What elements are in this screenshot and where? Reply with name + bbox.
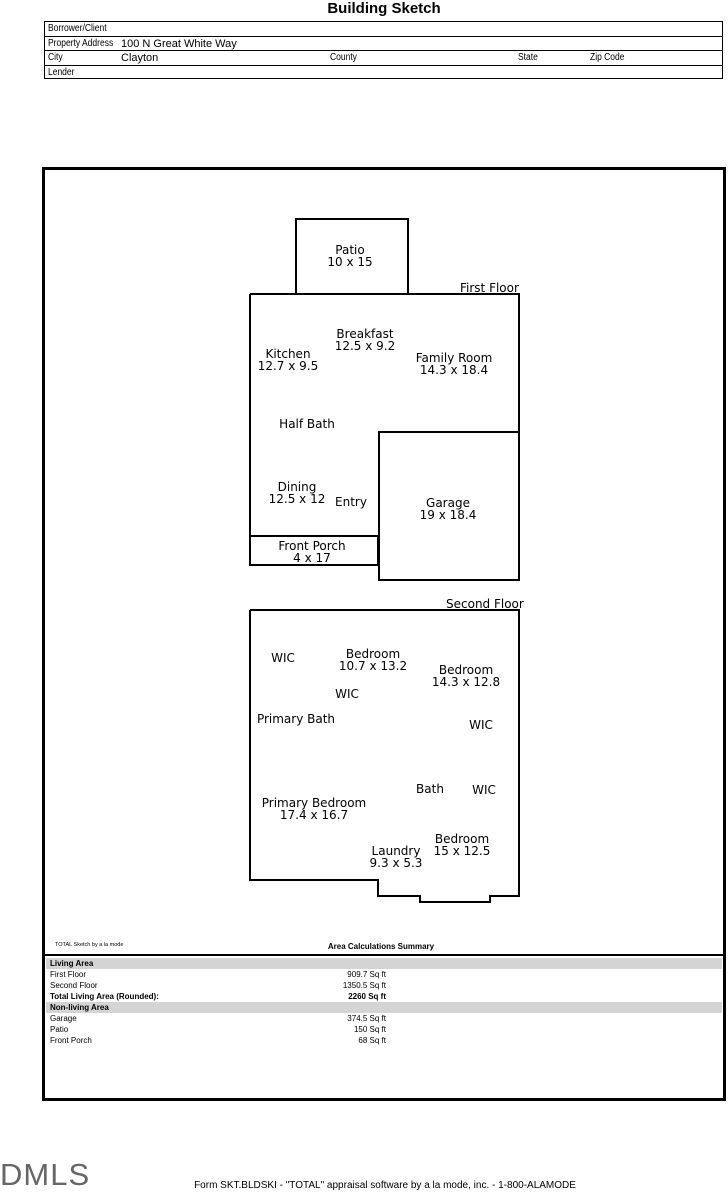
lender-label: Lender (48, 66, 75, 78)
summary-title: Area Calculations Summary (327, 942, 435, 951)
nonliving-area-heading: Non-living Area (46, 1002, 722, 1013)
dmls-logo: DMLS (0, 1157, 91, 1192)
sketch-frame (42, 167, 726, 1101)
address-label: Property Address (48, 37, 114, 49)
second-floor-label: Second Floor (446, 597, 524, 611)
room-wic-3: WIC (469, 718, 493, 732)
address-row: Property Address 100 N Great White Way (45, 37, 722, 51)
page-title: Building Sketch (327, 0, 441, 17)
room-entry: Entry (335, 495, 367, 509)
room-bath: Bath (416, 782, 444, 796)
state-label: State (518, 52, 538, 63)
city-label: City (48, 52, 63, 63)
total-living-row: Total Living Area (Rounded):2260 Sq ft (50, 992, 386, 1001)
front-porch-outline (249, 535, 379, 566)
living-area-heading: Living Area (46, 958, 722, 969)
county-label: County (330, 52, 357, 63)
city-row: City Clayton County State Zip Code (45, 51, 722, 66)
borrower-row: Borrower/Client (45, 22, 722, 37)
form-footer-text: Form SKT.BLDSKI - "TOTAL" appraisal soft… (194, 1180, 576, 1191)
lender-row: Lender (45, 66, 722, 81)
summary-divider (45, 954, 723, 956)
zip-label: Zip Code (590, 52, 625, 63)
second-floor-outline (249, 609, 520, 903)
garage-outline (378, 431, 520, 581)
header-table: Borrower/Client Property Address 100 N G… (44, 21, 723, 79)
room-wic-2: WIC (335, 687, 359, 701)
address-value: 100 N Great White Way (121, 37, 237, 50)
room-half-bath: Half Bath (279, 417, 335, 431)
city-value: Clayton (121, 52, 159, 64)
borrower-label: Borrower/Client (48, 23, 107, 34)
room-primary-bath: Primary Bath (256, 712, 336, 726)
first-floor-label: First Floor (460, 281, 519, 295)
sketch-by-note: TOTAL Sketch by a la mode (55, 942, 124, 948)
room-wic-4: WIC (472, 783, 496, 797)
room-wic-1: WIC (271, 651, 295, 665)
